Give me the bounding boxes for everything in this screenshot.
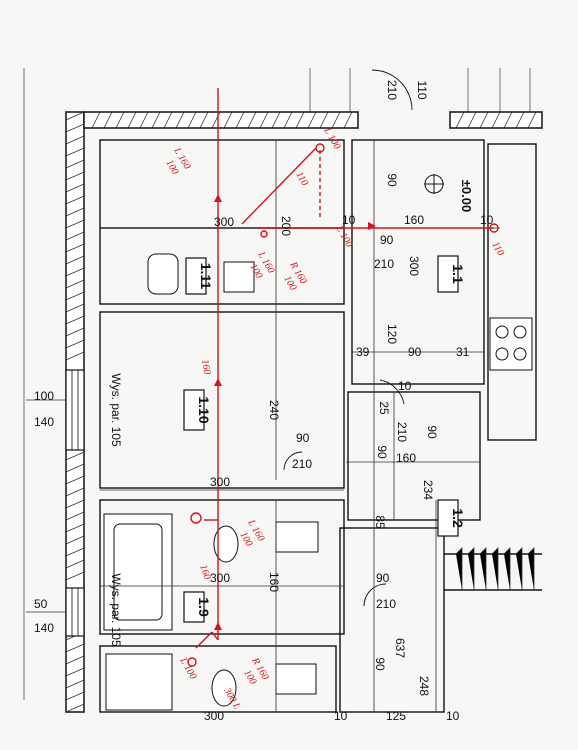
dim-label: 10 xyxy=(342,213,356,227)
dim-label: 160 xyxy=(404,213,424,227)
pipe-note: 110 xyxy=(293,170,310,188)
dim-label: 248 xyxy=(417,676,431,696)
toilet-icon xyxy=(211,669,237,707)
cooktop-icon xyxy=(489,317,533,371)
dim-label: 140 xyxy=(34,415,54,429)
dim-label: 90 xyxy=(376,571,390,585)
window xyxy=(65,369,85,451)
dim-label: 300 xyxy=(204,709,224,723)
dim-label: 240 xyxy=(267,400,281,420)
pipe-note: 160 xyxy=(199,359,212,376)
parapet-note: Wys. par. 105 xyxy=(109,373,123,447)
level-label: ±0.00 xyxy=(459,180,474,212)
room-label: 1.11 xyxy=(198,263,214,290)
dim-label: 110 xyxy=(415,80,429,99)
dim-label: 90 xyxy=(380,233,394,247)
door-swing xyxy=(371,69,413,111)
dim-label: 85 xyxy=(373,515,387,529)
pipe-note: L 100 xyxy=(333,223,354,249)
dim-label: 31 xyxy=(456,345,470,359)
dim-label: 300 xyxy=(214,215,234,229)
dim-label: 10 xyxy=(480,213,494,227)
dim-label: 10 xyxy=(446,709,460,723)
washbasin-icon xyxy=(275,663,317,695)
dim-label: 90 xyxy=(408,345,422,359)
outer-wall xyxy=(65,111,543,713)
dim-label: 210 xyxy=(385,80,399,100)
dim-label: 39 xyxy=(356,345,370,359)
washbasin-icon xyxy=(223,261,255,293)
toilet-icon xyxy=(147,253,179,295)
pipe-note: 110 xyxy=(489,240,506,258)
dim-label: 300 xyxy=(407,256,421,276)
pipe-route xyxy=(187,88,499,667)
dim-label: 90 xyxy=(296,431,310,445)
room-label: 1.9 xyxy=(196,597,212,617)
dim-label: 210 xyxy=(376,597,396,611)
dim-label: 210 xyxy=(395,422,409,442)
dim-label: 90 xyxy=(373,657,387,671)
window xyxy=(65,587,85,637)
dim-label: 10 xyxy=(334,709,348,723)
dim-label: 160 xyxy=(396,451,416,465)
toilet-icon xyxy=(213,525,239,563)
dim-label: 90 xyxy=(375,445,389,459)
dim-label: 210 xyxy=(292,457,312,471)
parapet-note: Wys. par. 105 xyxy=(109,573,123,647)
dim-label: 200 xyxy=(279,216,293,236)
stair xyxy=(455,547,535,590)
dim-label: 234 xyxy=(421,480,435,500)
pipe-note: 160 xyxy=(197,563,212,581)
room-label: 1.1 xyxy=(450,264,466,284)
dim-label: 637 xyxy=(393,638,407,658)
room-label: 1.2 xyxy=(450,508,466,528)
dim-label: 140 xyxy=(34,621,54,635)
washbasin-icon xyxy=(275,521,319,553)
dim-label: 120 xyxy=(385,324,399,344)
dim-label: 25 xyxy=(377,401,391,415)
dim-label: 90 xyxy=(425,425,439,439)
room-label: 1.10 xyxy=(196,396,212,423)
dim-label: 125 xyxy=(386,709,406,723)
flow-arrow xyxy=(214,194,376,630)
dim-label: 10 xyxy=(398,379,412,393)
dim-label: 210 xyxy=(374,257,394,271)
dim-label: 160 xyxy=(267,572,281,592)
dim-label: 90 xyxy=(385,173,399,187)
shower-icon xyxy=(105,653,173,711)
dim-label: 300 xyxy=(210,475,230,489)
dim-label: 300 xyxy=(210,571,230,585)
dim-label: 100 xyxy=(34,389,54,403)
dim-label: 50 xyxy=(34,597,48,611)
